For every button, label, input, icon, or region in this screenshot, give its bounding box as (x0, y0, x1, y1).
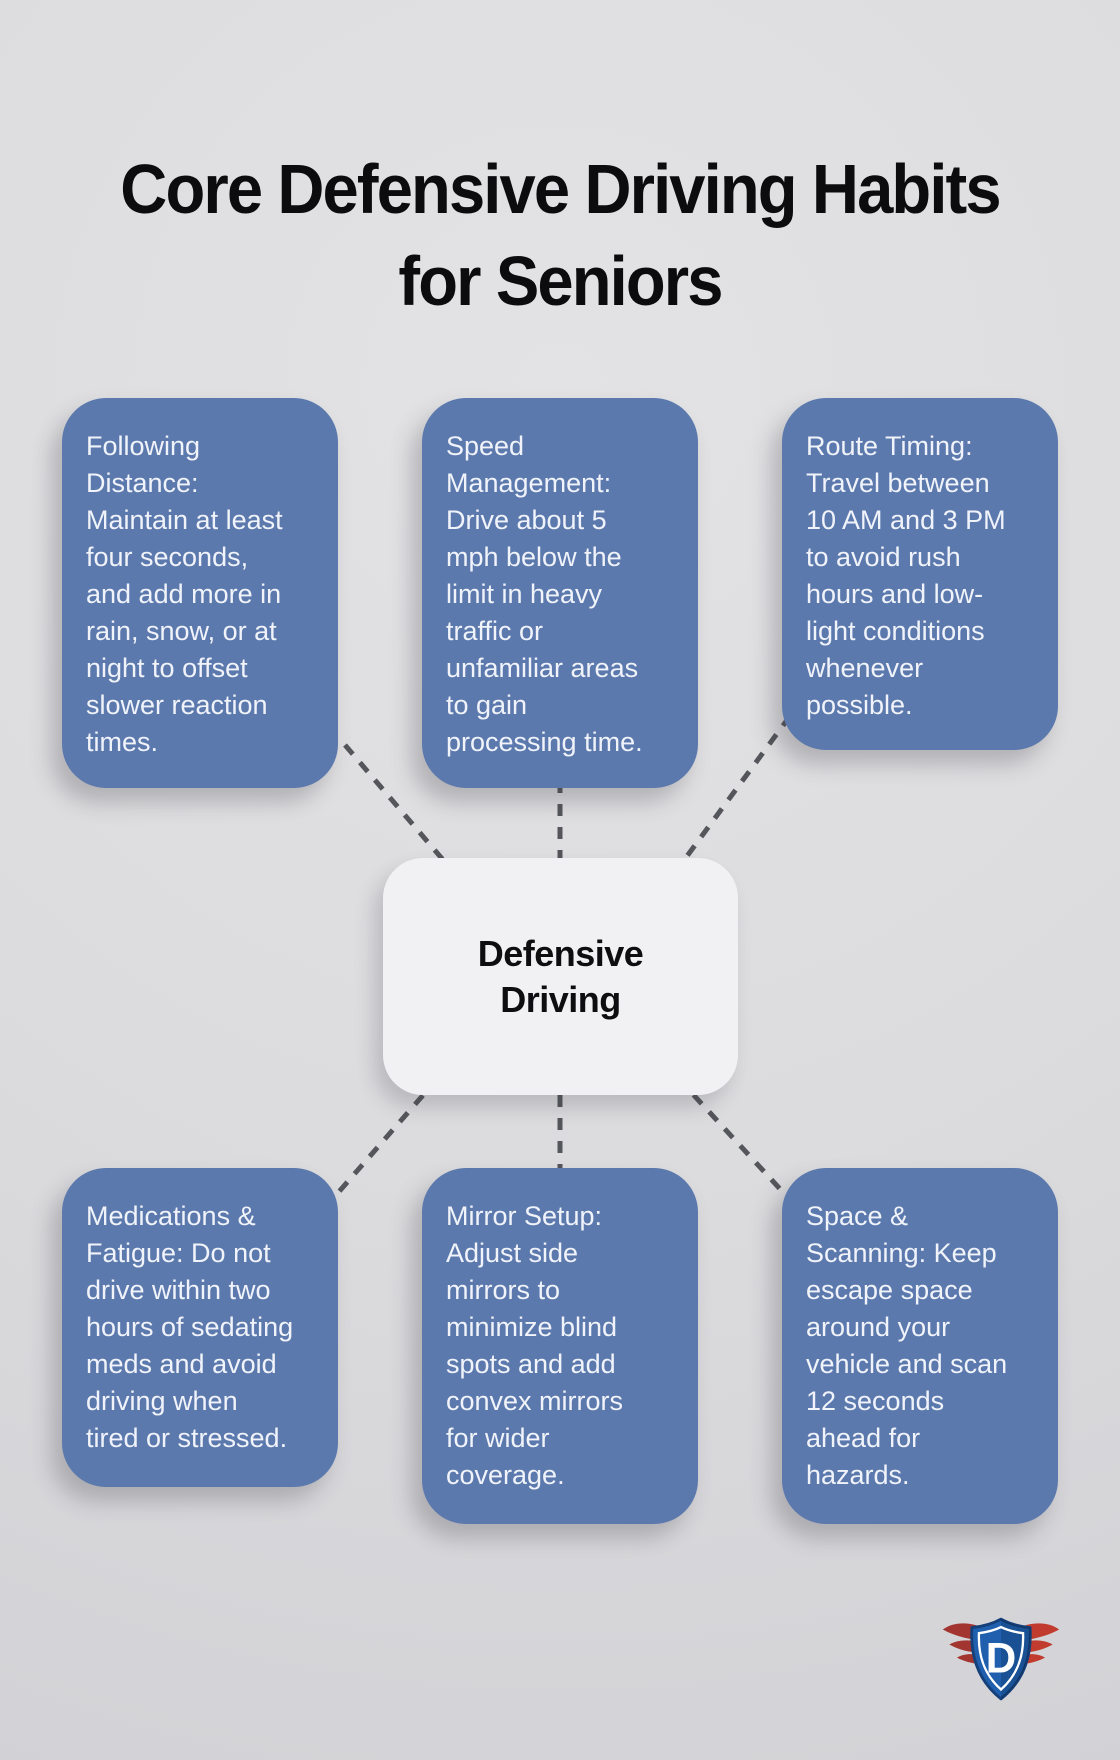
connector-line-following-distance (343, 743, 464, 884)
habit-box-text: Speed Management: Drive about 5 mph belo… (446, 431, 643, 757)
shield-wings-logo-icon: D (942, 1617, 1060, 1701)
connector-line-route-timing (665, 714, 793, 884)
center-node-defensive-driving: Defensive Driving (383, 858, 738, 1095)
habit-box-text: Medications & Fatigue: Do not drive with… (86, 1201, 294, 1453)
brand-logo: D (940, 1614, 1062, 1704)
habit-box-following-distance: Following Distance: Maintain at least fo… (62, 398, 338, 788)
habit-box-text: Mirror Setup: Adjust side mirrors to min… (446, 1201, 624, 1490)
habit-box-text: Following Distance: Maintain at least fo… (86, 431, 283, 757)
connector-line-space-scanning (676, 1076, 794, 1204)
center-node-label: Defensive Driving (477, 932, 644, 1020)
shield-icon: D (970, 1617, 1032, 1701)
habit-box-medications-fatigue: Medications & Fatigue: Do not drive with… (62, 1168, 338, 1487)
habit-box-speed-management: Speed Management: Drive about 5 mph belo… (422, 398, 698, 788)
habit-box-space-scanning: Space & Scanning: Keep escape space arou… (782, 1168, 1058, 1524)
habit-box-route-timing: Route Timing: Travel between 10 AM and 3… (782, 398, 1058, 750)
habit-box-text: Space & Scanning: Keep escape space arou… (806, 1201, 1008, 1490)
habit-box-mirror-setup: Mirror Setup: Adjust side mirrors to min… (422, 1168, 698, 1524)
page-title: Core Defensive Driving Habits for Senior… (120, 149, 1001, 320)
connector-line-medications-fatigue (328, 1076, 440, 1204)
habit-box-text: Route Timing: Travel between 10 AM and 3… (806, 431, 1006, 720)
logo-letter: D (986, 1635, 1017, 1682)
